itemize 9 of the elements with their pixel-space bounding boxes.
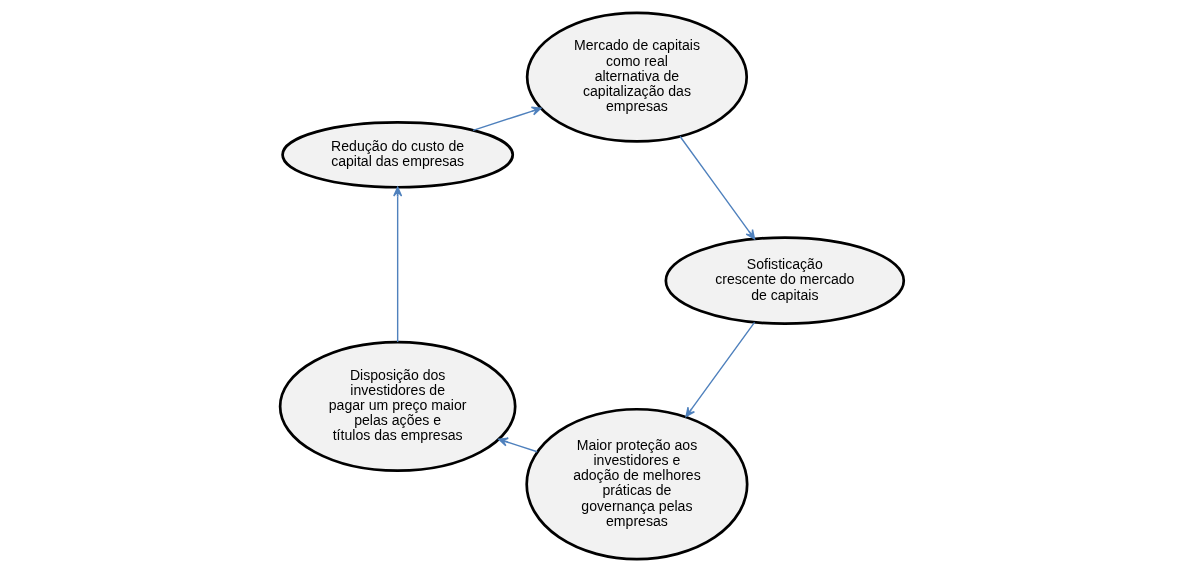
arrow <box>393 186 403 343</box>
node-ellipse: Sofisticação crescente do mercado de capitais <box>664 236 906 326</box>
arrow <box>472 106 542 132</box>
arrow <box>498 437 538 453</box>
node-ellipse: Redução do custo de capital das empresas <box>281 121 515 189</box>
arrow <box>679 135 756 240</box>
arrow <box>685 321 756 418</box>
node-ellipse: Mercado de capitais como real alternativa de capitalização das empresas <box>525 11 749 143</box>
node-ellipse: Disposição dos investidores de pagar um preço maior pelas ações e títulos das empresas <box>278 340 517 473</box>
